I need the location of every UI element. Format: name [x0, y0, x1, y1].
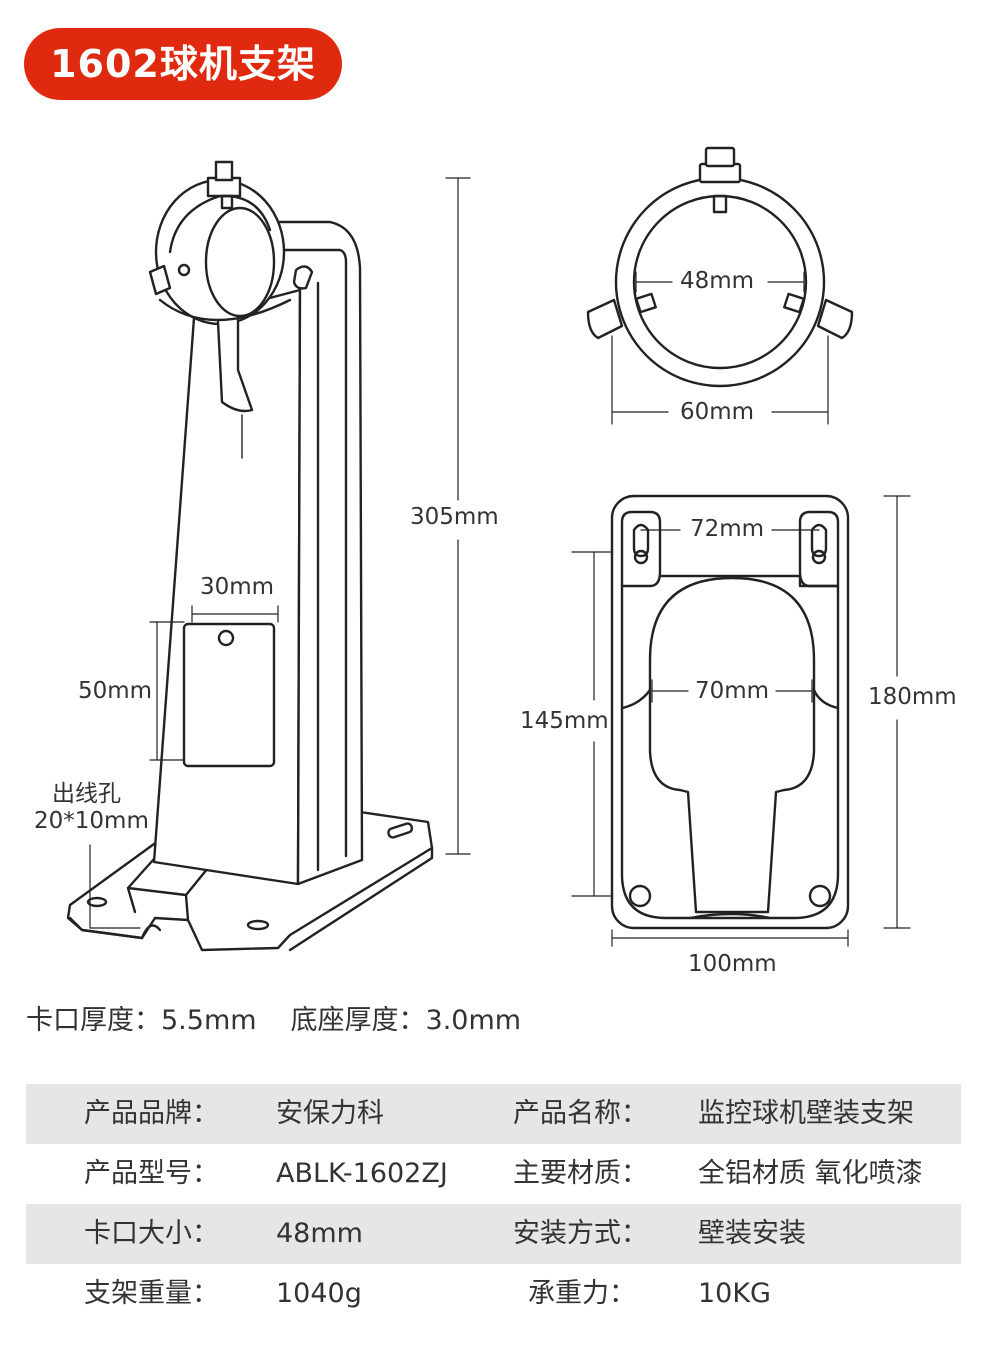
dimension-70: 70mm	[695, 678, 770, 704]
spec-row: 产品品牌： 安保力科 产品名称： 监控球机壁装支架	[26, 1084, 961, 1144]
spec-row: 产品型号： ABLK-1602ZJ 主要材质： 全铝材质 氧化喷漆	[26, 1144, 961, 1204]
side-view	[66, 160, 434, 952]
dimension-60: 60mm	[680, 399, 755, 425]
spec-value: 监控球机壁装支架	[698, 1098, 914, 1129]
thickness-info: 卡口厚度：5.5mm 底座厚度：3.0mm	[26, 998, 521, 1037]
clip-thickness-value: 5.5mm	[161, 1005, 257, 1036]
spec-key: 支架重量：	[84, 1278, 219, 1309]
spec-key: 承重力：	[528, 1278, 636, 1309]
base-thickness-value: 3.0mm	[425, 1005, 522, 1036]
page-title: 1602球机支架	[24, 28, 342, 100]
clip-thickness-label: 卡口厚度：	[26, 1005, 161, 1036]
dimension-305: 305mm	[410, 504, 499, 530]
dimension-180: 180mm	[868, 684, 957, 710]
base-view	[610, 494, 850, 930]
cable-hole-title: 出线孔	[52, 781, 121, 807]
base-dimensions	[571, 495, 911, 947]
spec-table: 产品品牌： 安保力科 产品名称： 监控球机壁装支架 产品型号： ABLK-160…	[26, 1084, 961, 1324]
spec-value: 安保力科	[276, 1098, 384, 1129]
spec-key: 产品型号：	[84, 1158, 219, 1189]
spec-value: 壁装安装	[698, 1218, 806, 1249]
spec-value: 10KG	[698, 1278, 771, 1309]
ring-dimensions	[611, 271, 829, 425]
spec-row: 支架重量： 1040g 承重力： 10KG	[26, 1264, 961, 1324]
spec-key: 产品品牌：	[84, 1098, 219, 1129]
spec-value: 全铝材质 氧化喷漆	[698, 1158, 923, 1189]
spec-value: 1040g	[276, 1278, 362, 1309]
dimension-48: 48mm	[680, 268, 755, 294]
spec-key: 安装方式：	[513, 1218, 648, 1249]
spec-value: ABLK-1602ZJ	[276, 1158, 448, 1189]
spec-key: 卡口大小：	[84, 1218, 219, 1249]
spec-row: 卡口大小： 48mm 安装方式： 壁装安装	[26, 1204, 961, 1264]
dimension-100: 100mm	[688, 951, 777, 977]
bracket-drawing	[66, 146, 911, 952]
cable-hole-size: 20*10mm	[34, 808, 149, 834]
dimension-145: 145mm	[520, 708, 609, 734]
spec-key: 主要材质：	[513, 1158, 648, 1189]
spec-value: 48mm	[276, 1218, 363, 1249]
base-thickness-label: 底座厚度：	[290, 1005, 426, 1036]
side-dimensions	[89, 177, 471, 929]
dimension-30: 30mm	[200, 574, 275, 600]
dimension-72: 72mm	[690, 516, 765, 542]
spec-key: 产品名称：	[513, 1098, 648, 1129]
dimension-50: 50mm	[78, 678, 153, 704]
ring-view	[586, 146, 854, 388]
